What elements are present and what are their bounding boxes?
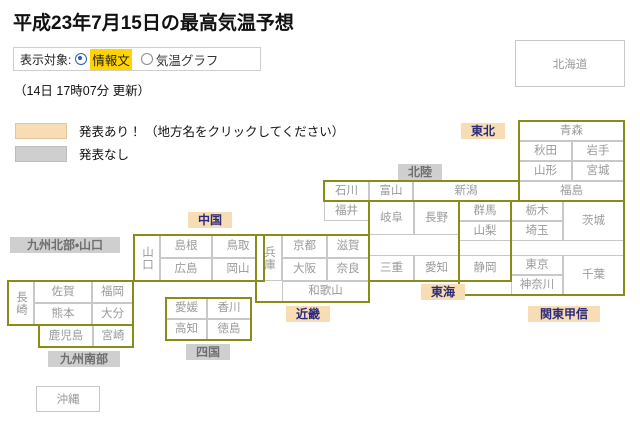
radio-icon-unselected[interactable] [140,53,153,65]
prefecture-cell[interactable]: 大分 [92,303,133,325]
prefecture-cell[interactable]: 栃木 [511,201,563,221]
prefecture-cell[interactable]: 富山 [369,181,413,201]
prefecture-cell[interactable]: 奈良 [327,258,369,281]
prefecture-cell[interactable]: 長崎 [8,281,34,325]
prefecture-cell[interactable]: 香川 [207,298,251,319]
legend-text-none: 発表なし [79,148,130,162]
prefecture-cell[interactable]: 新潟 [413,181,519,201]
region-badge[interactable]: 九州北部・山口 [10,237,120,253]
prefecture-cell[interactable]: 石川 [324,181,369,201]
prefecture-cell[interactable]: 群馬 [459,201,511,221]
prefecture-cell[interactable]: 東京 [511,255,563,275]
prefecture-cell[interactable]: 兵庫 [256,235,282,281]
prefecture-cell[interactable]: 大阪 [282,258,327,281]
region-badge[interactable]: 関東甲信 [528,306,600,322]
prefecture-cell[interactable]: 宮城 [572,161,624,181]
prefecture-cell[interactable]: 島根 [160,235,212,258]
prefecture-cell[interactable]: 長野 [414,201,459,235]
prefecture-cell[interactable]: 福島 [519,181,624,201]
island-box[interactable]: 北海道 [515,40,625,87]
prefecture-cell[interactable]: 岐阜 [369,201,414,235]
region-badge[interactable]: 中国 [188,212,232,228]
prefecture-cell[interactable]: 愛知 [414,255,459,281]
prefecture-cell[interactable]: 三重 [369,255,414,281]
prefecture-cell[interactable]: 秋田 [519,141,572,161]
display-target-bar: 表示対象: 情報文 気温グラフ [13,47,261,71]
prefecture-cell[interactable]: 愛媛 [166,298,207,319]
prefecture-cell[interactable]: 青森 [519,121,624,141]
prefecture-cell[interactable]: 福岡 [92,281,133,303]
radio-label-joho[interactable]: 情報文 [90,48,132,70]
legend-item-available: 発表あり！ （地方名をクリックしてください） [15,121,344,140]
prefecture-cell[interactable]: 福井 [324,201,369,221]
prefecture-cell[interactable]: 宮崎 [93,325,133,347]
region-badge[interactable]: 近畿 [286,306,330,322]
radio-icon-selected[interactable] [75,53,88,65]
update-timestamp: （14日 17時07分 更新） [14,84,151,98]
prefecture-cell[interactable]: 静岡 [459,255,511,281]
prefecture-cell[interactable]: 滋賀 [327,235,369,258]
legend-swatch-available [15,122,67,139]
prefecture-cell[interactable]: 徳島 [207,319,251,340]
prefecture-cell[interactable]: 千葉 [563,255,624,295]
prefecture-cell[interactable]: 高知 [166,319,207,340]
legend-text-available: 発表あり！ （地方名をクリックしてください） [79,125,345,139]
radio-option-graph[interactable]: 気温グラフ [140,50,228,69]
island-box[interactable]: 沖縄 [36,386,100,412]
region-badge[interactable]: 九州南部 [48,351,120,367]
prefecture-cell[interactable]: 埼玉 [511,221,563,241]
prefecture-cell[interactable]: 熊本 [34,303,92,325]
page-title: 平成23年7月15日の最高気温予想 [13,13,294,34]
region-badge[interactable]: 東海 [421,284,465,300]
display-target-label: 表示対象: [20,52,72,67]
prefecture-cell[interactable]: 茨城 [563,201,624,241]
region-badge[interactable]: 四国 [186,344,230,360]
prefecture-cell[interactable]: 鹿児島 [39,325,93,347]
prefecture-cell[interactable]: 佐賀 [34,281,92,303]
prefecture-cell[interactable]: 和歌山 [282,281,369,302]
radio-option-joho[interactable]: 情報文 [75,48,141,70]
prefecture-cell[interactable]: 山形 [519,161,572,181]
radio-label-graph[interactable]: 気温グラフ [155,53,219,68]
prefecture-cell[interactable]: 広島 [160,258,212,281]
prefecture-cell[interactable]: 山梨 [459,221,511,241]
region-badge[interactable]: 東北 [461,123,505,139]
legend-swatch-none [15,145,67,162]
prefecture-cell[interactable]: 神奈川 [511,275,563,295]
region-badge[interactable]: 北陸 [398,164,442,180]
prefecture-cell[interactable]: 山口 [134,235,160,281]
legend-item-none: 発表なし [15,144,129,163]
prefecture-cell[interactable]: 京都 [282,235,327,258]
prefecture-cell[interactable]: 岩手 [572,141,624,161]
